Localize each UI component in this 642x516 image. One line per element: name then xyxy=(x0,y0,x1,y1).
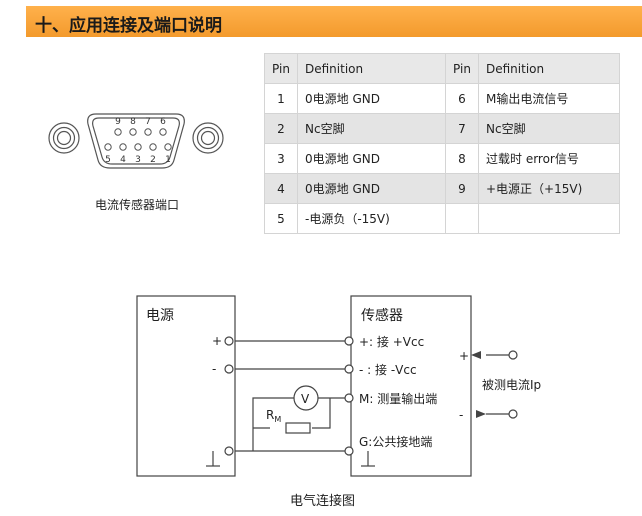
pin-definition: -电源负（-15V) xyxy=(297,203,446,234)
connector-shell-inner xyxy=(92,117,180,165)
terminal-power-minus xyxy=(224,364,234,374)
pin-definition: Nc空脚 xyxy=(478,113,620,144)
connector-caption: 电流传感器端口 xyxy=(95,198,180,212)
wire-voltmeter-left xyxy=(252,397,294,451)
terminal-sensor-m xyxy=(344,393,354,403)
table-header-row: Pin Definition Pin Definition xyxy=(264,53,620,84)
pin-label-3: 3 xyxy=(135,155,141,165)
sensor-terminal-m-label: M: 测量输出端 xyxy=(359,391,437,406)
pin-number: 2 xyxy=(264,113,298,144)
pin-hole xyxy=(114,128,122,136)
pin-definition: Nc空脚 xyxy=(297,113,446,144)
pin-hole xyxy=(149,143,157,151)
pin-hole xyxy=(104,143,112,151)
pin-definition xyxy=(478,203,620,234)
table-row: 1 0电源地 GND 6 M输出电流信号 xyxy=(264,83,620,114)
db9-connector: 9 8 7 6 5 4 3 2 1 xyxy=(48,113,224,169)
arrow-head-plus xyxy=(471,351,481,359)
pin-definition-table: Pin Definition Pin Definition 1 0电源地 GND… xyxy=(264,53,620,234)
output-minus-sign: - xyxy=(459,408,463,422)
resistor-label: RM xyxy=(266,408,281,424)
header-pin: Pin xyxy=(264,53,298,84)
sensor-terminal-minus-label: - : 接 -Vcc xyxy=(359,362,417,377)
terminal-power-plus xyxy=(224,336,234,346)
header-definition: Definition xyxy=(478,53,620,84)
pin-label-5: 5 xyxy=(105,155,111,165)
section-header: 十、应用连接及端口说明 xyxy=(26,6,642,37)
pin-number xyxy=(445,203,479,234)
pin-label-7: 7 xyxy=(145,117,151,127)
header-pin: Pin xyxy=(445,53,479,84)
pin-definition: 过载时 error信号 xyxy=(478,143,620,174)
terminal-output-minus xyxy=(508,409,518,419)
pin-number: 1 xyxy=(264,83,298,114)
arrow-head-minus xyxy=(476,410,486,418)
sensor-terminal-plus-label: +: 接 +Vcc xyxy=(359,334,424,349)
section-title: 十、应用连接及端口说明 xyxy=(35,16,222,36)
pin-hole xyxy=(129,128,137,136)
sensor-terminal-g-label: G:公共接地端 xyxy=(359,434,432,449)
pin-hole xyxy=(144,128,152,136)
pin-number: 3 xyxy=(264,143,298,174)
pin-number: 4 xyxy=(264,173,298,204)
sensor-box xyxy=(350,295,472,477)
pin-definition: +电源正（+15V) xyxy=(478,173,620,204)
power-minus-sign: - xyxy=(212,362,216,376)
voltmeter-symbol: V xyxy=(301,392,310,406)
pin-label-2: 2 xyxy=(150,155,156,165)
resistor-label-main: R xyxy=(266,408,274,422)
pin-definition: 0电源地 GND xyxy=(297,83,446,114)
pin-hole xyxy=(164,143,172,151)
header-definition: Definition xyxy=(297,53,446,84)
pin-hole xyxy=(134,143,142,151)
terminal-output-plus xyxy=(508,350,518,360)
pin-label-8: 8 xyxy=(130,117,136,127)
pin-number: 8 xyxy=(445,143,479,174)
pin-label-4: 4 xyxy=(120,155,126,165)
wiring-caption: 电气连接图 xyxy=(290,494,356,509)
table-row: 3 0电源地 GND 8 过载时 error信号 xyxy=(264,143,620,174)
power-supply-label: 电源 xyxy=(146,308,174,324)
pin-definition: 0电源地 GND xyxy=(297,143,446,174)
pin-number: 6 xyxy=(445,83,479,114)
pin-number: 9 xyxy=(445,173,479,204)
terminal-sensor-plus xyxy=(344,336,354,346)
power-supply-box xyxy=(136,295,236,477)
measured-current-label: 被测电流Ip xyxy=(482,378,541,392)
pin-label-6: 6 xyxy=(160,117,166,127)
pin-number: 5 xyxy=(264,203,298,234)
connector-shell-outer xyxy=(87,113,185,169)
pin-label-1: 1 xyxy=(165,155,171,165)
terminal-power-ground xyxy=(224,446,234,456)
table-row: 4 0电源地 GND 9 +电源正（+15V) xyxy=(264,173,620,204)
pin-hole xyxy=(159,128,167,136)
terminal-sensor-minus xyxy=(344,364,354,374)
voltmeter-circle xyxy=(293,385,319,411)
pin-label-9: 9 xyxy=(115,117,121,127)
table-row: 5 -电源负（-15V) xyxy=(264,203,620,234)
pin-hole xyxy=(119,143,127,151)
wire-resistor-right xyxy=(312,398,331,429)
table-row: 2 Nc空脚 7 Nc空脚 xyxy=(264,113,620,144)
sensor-label: 传感器 xyxy=(361,307,403,324)
pin-definition: 0电源地 GND xyxy=(297,173,446,204)
resistor-label-sub: M xyxy=(274,415,281,424)
terminal-sensor-g xyxy=(344,446,354,456)
right-mounting-screw-icon xyxy=(192,122,224,154)
left-mounting-screw-icon xyxy=(48,122,80,154)
power-plus-sign: + xyxy=(212,334,222,348)
pin-number: 7 xyxy=(445,113,479,144)
output-plus-sign: + xyxy=(459,349,469,363)
resistor-rm xyxy=(285,422,311,434)
pin-definition: M输出电流信号 xyxy=(478,83,620,114)
